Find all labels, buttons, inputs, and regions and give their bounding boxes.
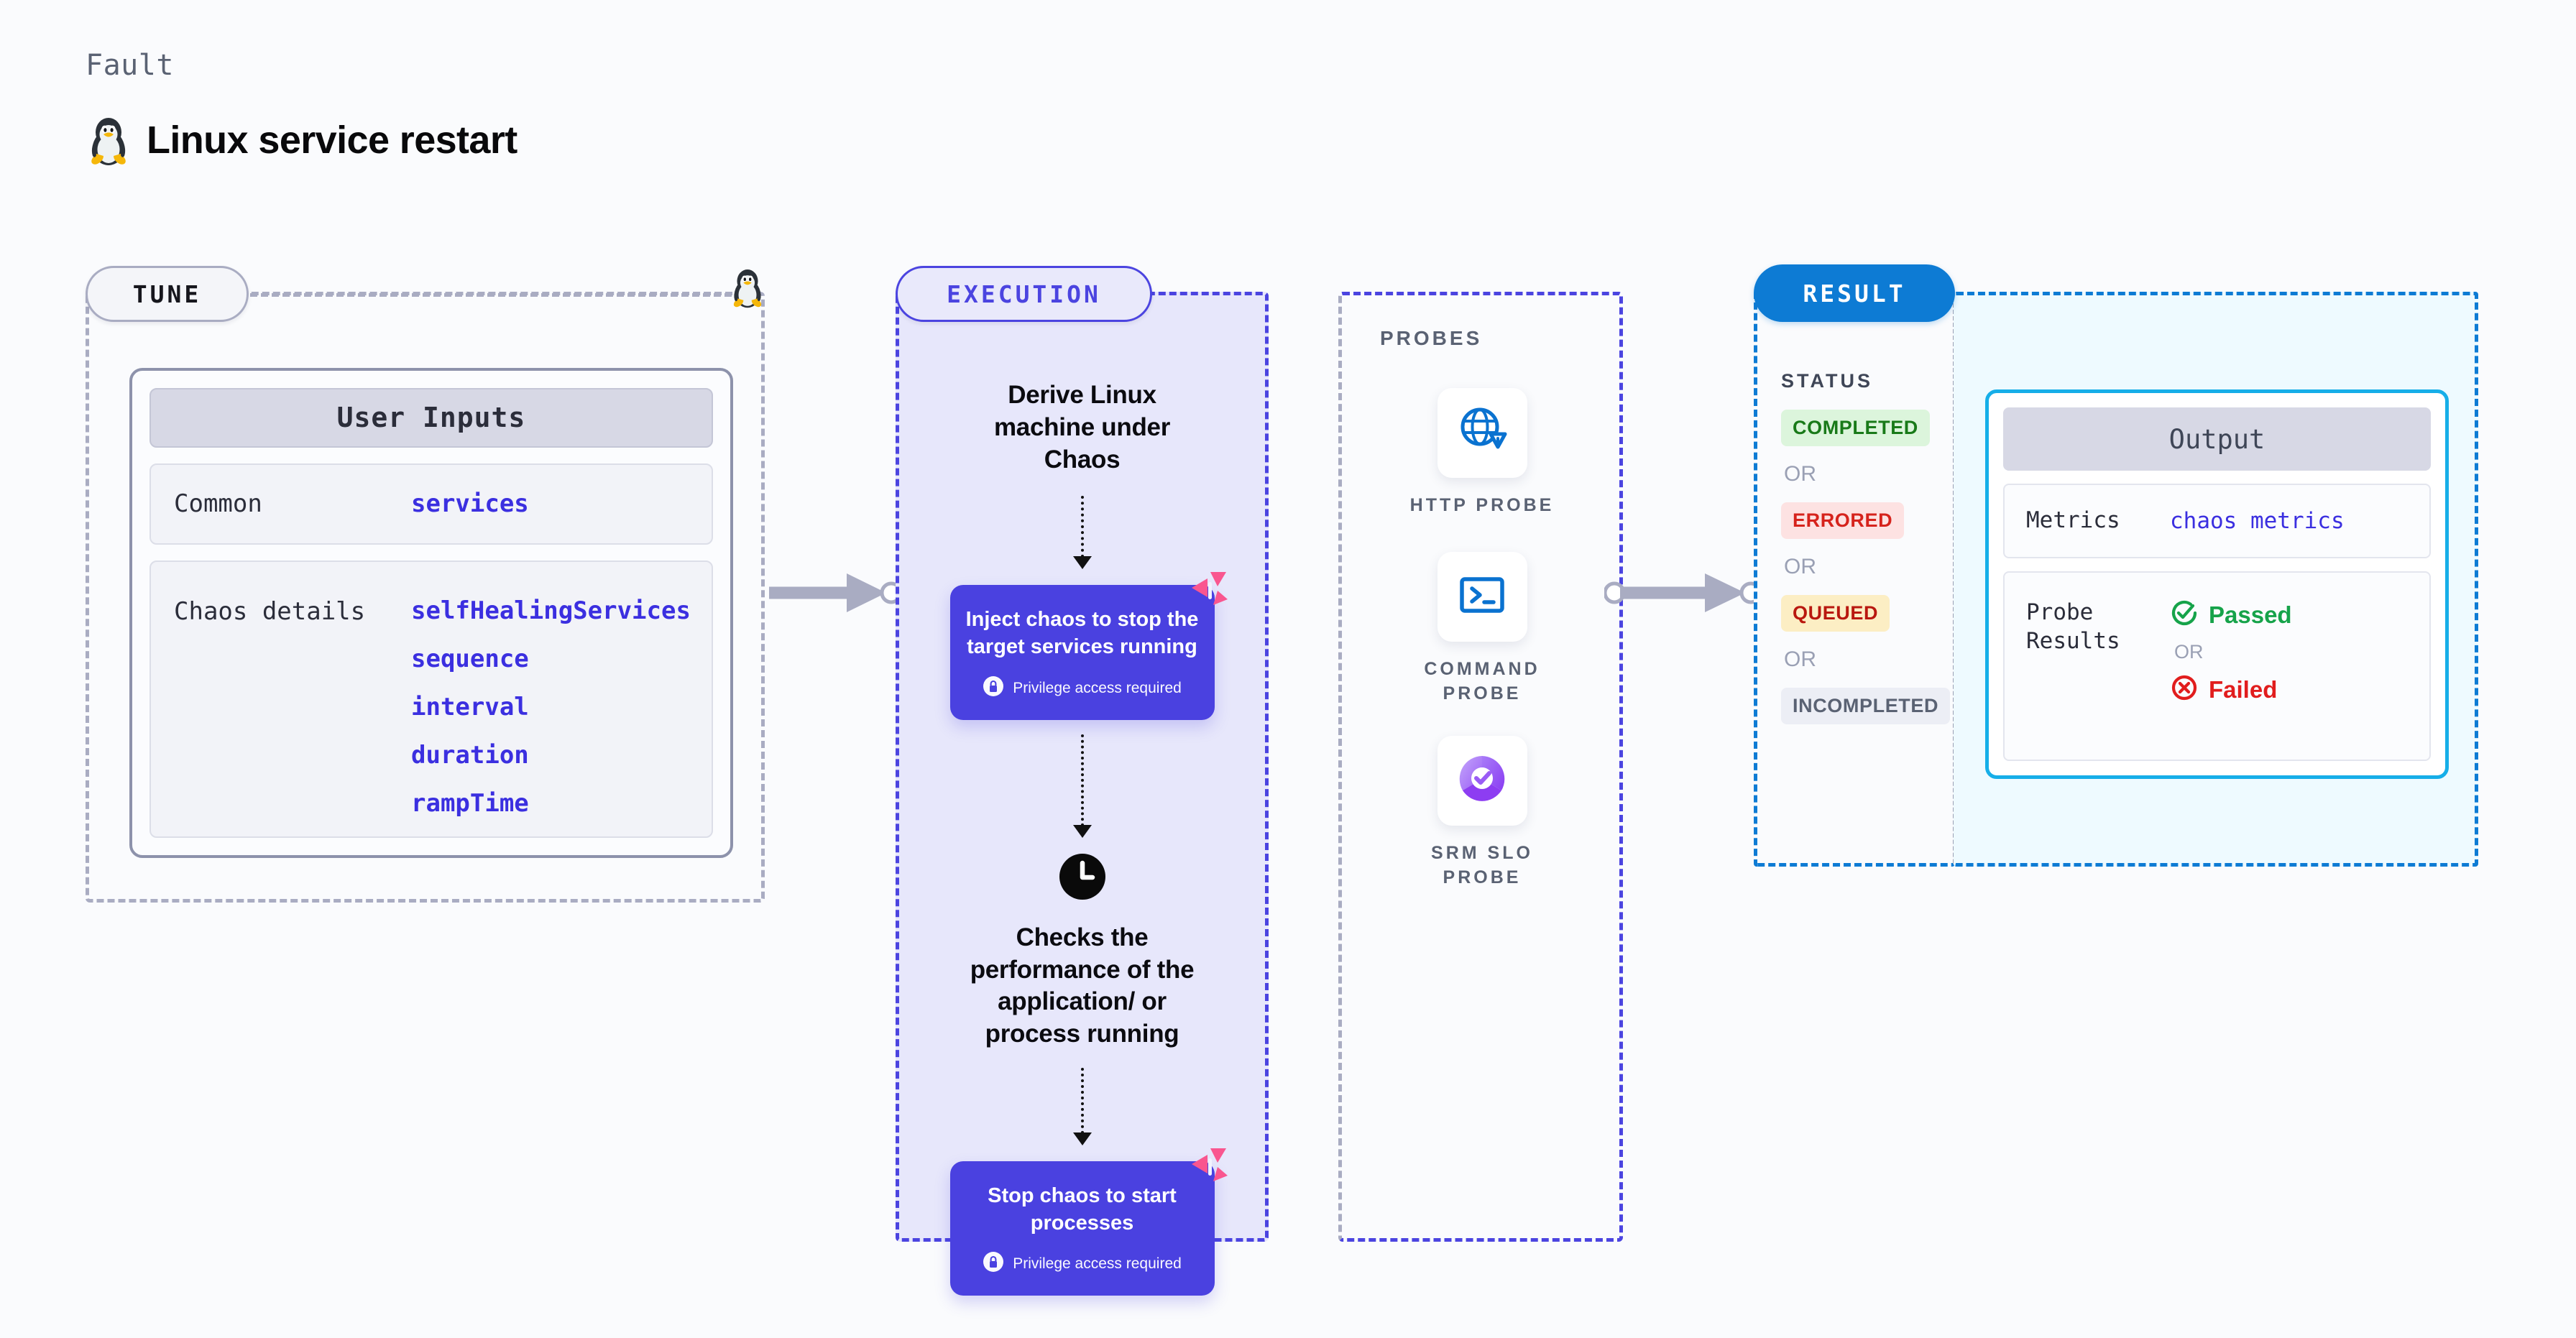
litmus-logo-icon <box>1189 569 1230 614</box>
slo-donut-check-icon <box>1453 750 1511 811</box>
input-param[interactable]: services <box>411 489 529 519</box>
flow-line <box>1080 496 1084 558</box>
execution-pill[interactable]: EXECUTION <box>896 266 1152 322</box>
input-param[interactable]: selfHealingServices <box>411 596 691 625</box>
status-badge: INCOMPLETED <box>1781 688 1951 724</box>
status-list: COMPLETED OR ERRORED OR QUEUED OR INCOMP… <box>1781 410 1951 724</box>
stop-chaos-title: Stop chaos to start processes <box>988 1184 1177 1235</box>
input-param[interactable]: sequence <box>411 645 529 673</box>
probe-results-values: Passed OR Failed <box>2170 599 2292 706</box>
probe-srm-slo[interactable]: SRM SLO PROBE <box>1396 736 1568 890</box>
globe-warning-icon <box>1453 402 1511 463</box>
probe-tile <box>1437 552 1527 642</box>
probe-result-passed: Passed <box>2170 599 2292 631</box>
user-inputs-title: User Inputs <box>150 388 713 448</box>
input-param[interactable]: rampTime <box>411 789 529 818</box>
or-separator: OR <box>1784 555 1816 578</box>
passed-label: Passed <box>2209 601 2292 628</box>
status-badge: ERRORED <box>1781 502 1905 539</box>
execution-step-2-text: Checks the performance of the applicatio… <box>970 923 1195 1048</box>
tux-penguin-icon <box>86 114 131 167</box>
inject-chaos-card[interactable]: Inject chaos to stop the target services… <box>949 572 1228 720</box>
panel-gap-spacer <box>1269 295 1340 1238</box>
execution-flow: Derive Linux machine under Chaos Inject … <box>896 331 1269 1296</box>
stop-chaos-card[interactable]: Stop chaos to start processes Privilege … <box>949 1148 1228 1296</box>
or-separator: OR <box>2174 641 2204 663</box>
input-param[interactable]: interval <box>411 693 529 721</box>
probe-tile <box>1437 388 1527 478</box>
chaos-details-section: Chaos details selfHealingServices sequen… <box>150 560 713 838</box>
privilege-note: Privilege access required <box>966 1251 1199 1277</box>
privilege-note: Privilege access required <box>966 675 1199 701</box>
fault-kicker-label: Fault <box>86 49 174 82</box>
probes-label: PROBES <box>1380 327 1483 349</box>
lock-icon <box>983 675 1004 701</box>
page-title-row: Linux service restart <box>86 114 518 167</box>
probe-results-label: Probe Results <box>2026 599 2120 654</box>
check-circle-icon <box>2170 599 2199 631</box>
failed-label: Failed <box>2209 675 2278 703</box>
probe-http[interactable]: HTTP PROBE <box>1396 388 1568 518</box>
metrics-value[interactable]: chaos metrics <box>2170 508 2345 534</box>
user-inputs-card: User Inputs Common services Chaos detail… <box>129 368 733 858</box>
chaos-details-label: Chaos details <box>174 597 366 626</box>
probe-tile <box>1437 736 1527 826</box>
status-label: STATUS <box>1781 370 1873 392</box>
flow-arrowhead <box>1072 824 1092 838</box>
connector-execution-to-result <box>1603 568 1777 622</box>
output-title: Output <box>2003 407 2431 471</box>
status-badge: COMPLETED <box>1781 410 1930 446</box>
common-inputs-section: Common services <box>150 463 713 545</box>
tune-dash-connector <box>250 293 753 297</box>
probe-results-section: Probe Results Passed OR <box>2003 571 2431 761</box>
or-separator: OR <box>1784 462 1816 486</box>
common-label: Common <box>174 489 262 519</box>
probe-command[interactable]: COMMAND PROBE <box>1396 552 1568 706</box>
flow-line <box>1080 1067 1084 1134</box>
probe-label: COMMAND PROBE <box>1424 659 1540 703</box>
privilege-text: Privilege access required <box>1013 1255 1182 1273</box>
flow-arrowhead <box>1072 1132 1092 1145</box>
litmus-logo-icon <box>1189 1145 1230 1191</box>
output-card: Output Metrics chaos metrics Probe Resul… <box>1985 389 2449 779</box>
terminal-icon <box>1453 566 1511 627</box>
probe-result-failed: Failed <box>2170 673 2292 706</box>
connector-tune-to-execution <box>768 568 904 622</box>
input-param[interactable]: duration <box>411 741 529 770</box>
result-pill[interactable]: RESULT <box>1754 264 1955 322</box>
execution-step-1-text: Derive Linux machine under Chaos <box>993 381 1171 474</box>
page-title: Linux service restart <box>147 119 518 162</box>
flow-arrowhead <box>1072 556 1092 570</box>
tune-pill[interactable]: TUNE <box>86 266 249 322</box>
privilege-text: Privilege access required <box>1013 679 1182 696</box>
status-badge: QUEUED <box>1781 595 1890 632</box>
lock-icon <box>983 1251 1004 1277</box>
tux-penguin-corner-icon <box>730 266 765 313</box>
or-separator: OR <box>1784 647 1816 671</box>
x-circle-icon <box>2170 673 2199 706</box>
probe-label: SRM SLO PROBE <box>1431 843 1533 887</box>
inject-chaos-title: Inject chaos to stop the target services… <box>965 608 1199 659</box>
clock-icon <box>1057 851 1108 906</box>
common-values: services <box>411 489 529 518</box>
probe-label: HTTP PROBE <box>1409 495 1555 515</box>
metrics-section: Metrics chaos metrics <box>2003 484 2431 558</box>
chaos-details-values: selfHealingServices sequence interval du… <box>411 596 691 818</box>
flow-line <box>1080 734 1084 826</box>
metrics-label: Metrics <box>2026 507 2120 534</box>
